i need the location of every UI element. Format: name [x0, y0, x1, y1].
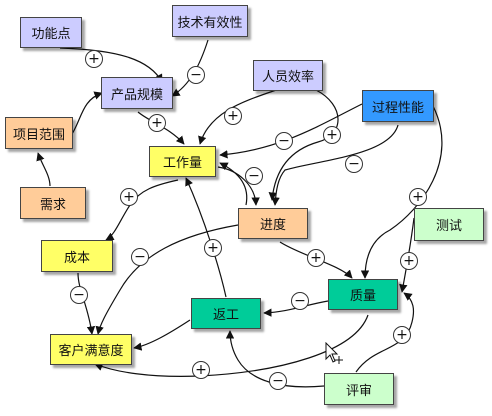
node-chanpinguimo: 产品规模 — [101, 77, 173, 109]
sign-plus: + — [85, 50, 103, 68]
sign-plus: + — [204, 239, 222, 257]
edge-fangong-gongzuoliang — [185, 177, 227, 298]
edge-zhiliang-kehumanyidu — [94, 314, 369, 377]
node-renyuanxiaolv: 人员效率 — [253, 60, 323, 91]
edge-jindu-gongzuoliang — [219, 162, 248, 206]
sign-plus: + — [409, 188, 427, 206]
node-guochengxingneng: 过程性能 — [362, 90, 434, 122]
sign-plus: + — [120, 188, 138, 206]
sign-plus: + — [307, 249, 325, 267]
edge-fangong-kehumanyidu — [133, 319, 191, 351]
edge-xuqiu-xiangmufanwei — [36, 152, 51, 187]
node-gongzuoliang: 工作量 — [149, 146, 216, 177]
node-zhiliang: 质量 — [328, 279, 398, 310]
sign-plus: + — [224, 107, 242, 125]
sign-plus: + — [148, 114, 166, 132]
edge-pingshen-fangong — [225, 330, 325, 388]
sign-minus: − — [345, 155, 363, 173]
edge-guochengxingneng-jindu — [271, 124, 399, 206]
sign-minus: − — [291, 292, 309, 310]
sign-plus: + — [192, 361, 210, 379]
edge-pingshen-zhiliang — [355, 292, 415, 373]
sign-plus: + — [393, 326, 411, 344]
node-xuqiu: 需求 — [20, 187, 86, 219]
sign-minus: − — [70, 286, 88, 304]
node-pingshen: 评审 — [324, 373, 394, 405]
edge-guochengxingneng-gongzuoliang — [219, 103, 363, 159]
sign-plus: + — [400, 252, 418, 270]
sign-minus: − — [245, 167, 263, 185]
sign-minus: − — [131, 248, 149, 266]
edge-jindu-kehumanyidu — [95, 224, 239, 335]
edge-xiangmufanwei-chanpinguimo — [71, 91, 103, 135]
node-xiangmufanwei: 项目范围 — [5, 117, 73, 149]
edge-gongzuoliang-chengben — [105, 179, 179, 241]
node-jindu: 进度 — [238, 208, 308, 239]
node-ceshi: 测试 — [414, 208, 484, 241]
sign-minus: − — [275, 132, 293, 150]
edge-guochengxingneng-zhiliang — [360, 105, 443, 279]
node-chengben: 成本 — [41, 240, 113, 272]
node-gongnengdian: 功能点 — [20, 17, 82, 48]
edge-gongnengdian-chanpinguimo — [59, 47, 163, 83]
sign-minus: − — [187, 66, 205, 84]
node-kehumanyidu: 客户满意度 — [50, 334, 132, 365]
node-jishuyouxiaoxing: 技术有效性 — [172, 5, 248, 37]
node-fangong: 返工 — [191, 298, 261, 329]
sign-minus: − — [269, 372, 287, 390]
sign-plus: + — [323, 126, 341, 144]
edge-renyuanxiaolv-jindu — [268, 89, 339, 201]
move-cursor-icon — [325, 342, 343, 364]
